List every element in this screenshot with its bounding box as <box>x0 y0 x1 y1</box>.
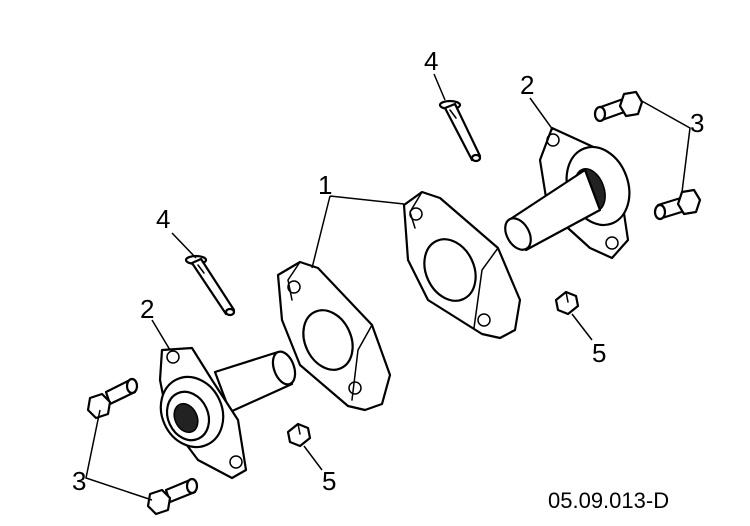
flange-bolt-lower-a-icon <box>86 377 139 420</box>
nut-right-icon <box>554 290 580 316</box>
figure-id: 05.09.013-D <box>548 488 669 513</box>
nut-bottom-icon <box>286 422 312 448</box>
flange-bolt-upper-b-icon <box>653 188 702 221</box>
callout-spacer: 1 <box>318 170 332 200</box>
callout-nut-right: 5 <box>592 338 606 368</box>
pin-left-icon <box>184 254 236 317</box>
leader-lines <box>85 73 691 501</box>
pin-upper-icon <box>438 99 482 163</box>
callout-bearing-upper: 2 <box>520 70 534 100</box>
flange-bearing-upper-icon <box>504 126 631 260</box>
callout-pin-upper: 4 <box>424 46 438 76</box>
flange-bolt-lower-b-icon <box>146 477 199 516</box>
callout-bolts-upper: 3 <box>690 108 704 138</box>
callout-pin-left: 4 <box>156 204 170 234</box>
callout-bearing-lower: 2 <box>140 294 154 324</box>
flange-bearing-lower-icon <box>158 346 297 480</box>
callout-nut-bottom: 5 <box>322 466 336 496</box>
callout-bolts-lower: 3 <box>72 466 86 496</box>
flange-bolt-upper-a-icon <box>593 90 644 123</box>
spacer-plate-rear-icon <box>402 190 522 340</box>
spacer-plate-front-icon <box>276 260 392 412</box>
